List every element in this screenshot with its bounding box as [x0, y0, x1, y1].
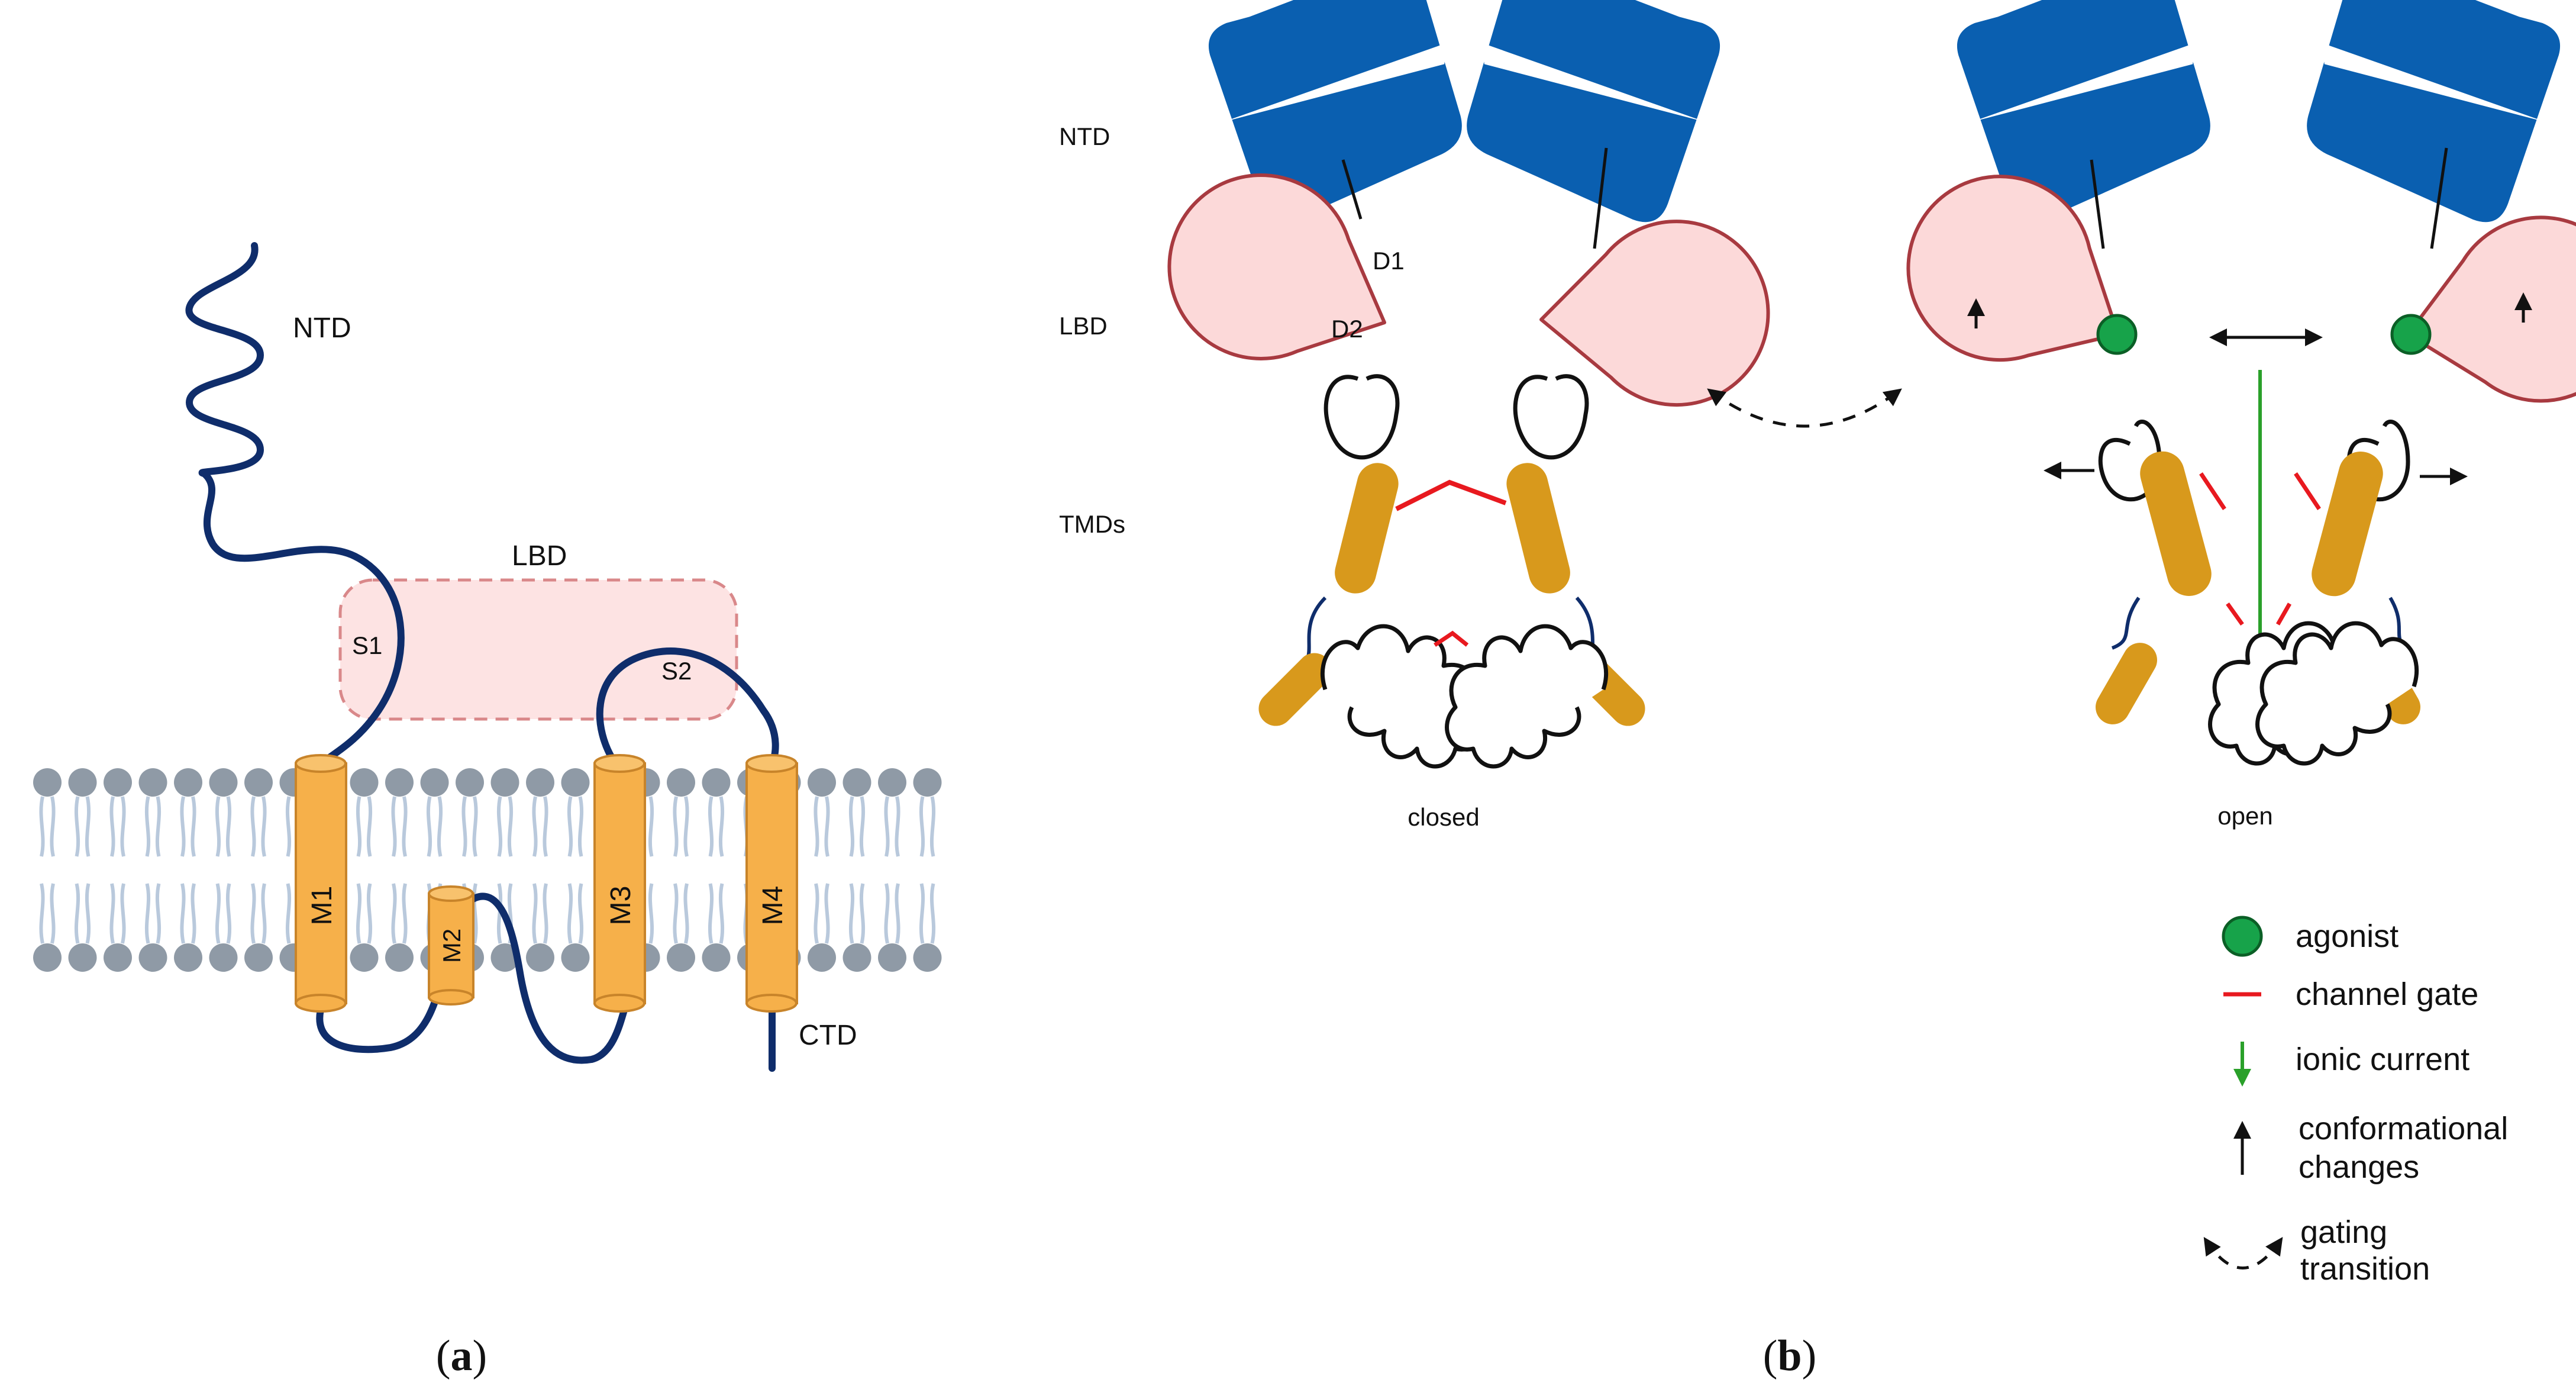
- helix-m2: M2: [428, 885, 474, 1006]
- s2-label: S2: [661, 657, 692, 685]
- lipid-head-bottom: [33, 884, 62, 972]
- open-tmd-left: [2140, 451, 2212, 597]
- panel-b: NTD LBD TMDs D1 D2: [1059, 0, 2576, 1380]
- d1-label: D1: [1373, 247, 1405, 275]
- lipid-head-bottom: [104, 884, 132, 972]
- caption-a: (a): [436, 1332, 487, 1380]
- closed-ntd-right: [1456, 0, 1728, 230]
- s1-label: S1: [352, 631, 382, 659]
- legend-agonist: agonist: [2296, 919, 2399, 954]
- lipid-head-bottom: [209, 884, 238, 972]
- lipid-head-top: [526, 768, 554, 856]
- legend-transition: transition: [2300, 1251, 2430, 1287]
- row-label-tmds: TMDs: [1059, 510, 1125, 538]
- legend-conformational: conformational: [2299, 1111, 2508, 1146]
- legend-gating-icon: [2203, 1236, 2283, 1269]
- lipid-head-top: [174, 768, 202, 856]
- helix-m4: M4: [745, 754, 798, 1013]
- lipid-head-top: [385, 768, 414, 856]
- lipid-head-top: [139, 768, 167, 856]
- lipid-head-top: [491, 768, 519, 856]
- lipid-head-top: [209, 768, 238, 856]
- helix-m1-label: M1: [306, 886, 338, 926]
- lipid-head-top: [69, 768, 97, 856]
- lipid-head-top: [33, 768, 62, 856]
- lipid-head-bottom: [878, 884, 906, 972]
- d2-label: D2: [1331, 315, 1363, 343]
- open-gate-left: [2199, 472, 2226, 510]
- lipid-head-bottom: [385, 884, 414, 972]
- legend-changes: changes: [2299, 1149, 2419, 1185]
- ntd-label-a: NTD: [293, 312, 351, 344]
- legend-ionic-current: ionic current: [2296, 1042, 2470, 1077]
- lipid-head-bottom: [526, 884, 554, 972]
- legend-agonist-icon: [2222, 916, 2263, 957]
- helix-m3-label: M3: [605, 886, 637, 926]
- open-label: open: [2217, 802, 2272, 830]
- lipid-head-top: [878, 768, 906, 856]
- lbd-label-a: LBD: [512, 540, 567, 572]
- lipid-head-top: [421, 768, 449, 856]
- lipid-head-top: [808, 768, 836, 856]
- lipid-head-top: [667, 768, 695, 856]
- closed-lbd-right: [1526, 204, 1785, 430]
- closed-label: closed: [1408, 803, 1479, 831]
- caption-b: (b): [1763, 1332, 1816, 1380]
- open-lbd-left: [1883, 150, 2157, 400]
- lipid-head-top: [913, 768, 942, 856]
- lipid-head-bottom: [667, 884, 695, 972]
- lipid-head-top: [244, 768, 273, 856]
- polypeptide-chain: [185, 242, 779, 1072]
- open-state: open: [1883, 0, 2576, 830]
- helix-m2-label: M2: [438, 929, 466, 963]
- lipid-head-top: [350, 768, 379, 856]
- panel-a: M1 M2 M3 M4 NTD LBD S1 S2 CTD (a): [33, 242, 942, 1380]
- helix-m1: M1: [295, 754, 347, 1013]
- open-gate-right: [2294, 472, 2321, 510]
- lipid-head-top: [702, 768, 731, 856]
- row-label-ntd: NTD: [1059, 123, 1110, 150]
- legend-channel-gate: channel gate: [2296, 977, 2478, 1012]
- helix-m3: M3: [593, 754, 646, 1013]
- lipid-head-bottom: [808, 884, 836, 972]
- closed-tmd-left: [1335, 463, 1399, 594]
- lipid-head-bottom: [139, 884, 167, 972]
- agonist-right: [2390, 314, 2432, 355]
- gating-transition-arrow: [1707, 388, 1902, 428]
- row-label-lbd: LBD: [1059, 312, 1108, 340]
- lipid-head-top: [104, 768, 132, 856]
- helix-m4-label: M4: [757, 886, 789, 926]
- lipid-head-bottom: [913, 884, 942, 972]
- lipid-head-bottom: [69, 884, 97, 972]
- lipid-head-bottom: [244, 884, 273, 972]
- open-ntd-right: [2296, 0, 2568, 230]
- closed-gate: [1395, 479, 1507, 511]
- lipid-head-bottom: [561, 884, 590, 972]
- lipid-head-bottom: [702, 884, 731, 972]
- lipid-head-top: [456, 768, 484, 856]
- lipid-head-bottom: [843, 884, 871, 972]
- lipid-head-bottom: [174, 884, 202, 972]
- agonist-left: [2096, 314, 2138, 355]
- legend-gating: gating: [2300, 1214, 2387, 1250]
- lipid-head-top: [561, 768, 590, 856]
- closed-tmd-right: [1506, 463, 1570, 594]
- lipid-head-top: [843, 768, 871, 856]
- closed-state: D1 D2 closed: [1149, 0, 1786, 831]
- lbd-region: [338, 578, 738, 721]
- membrane-top-leaflet: [33, 768, 942, 856]
- lipid-head-bottom: [350, 884, 379, 972]
- open-tmd-right: [2312, 451, 2383, 597]
- ctd-label: CTD: [799, 1020, 857, 1051]
- legend: agonist channel gate ionic current confo…: [2203, 916, 2508, 1287]
